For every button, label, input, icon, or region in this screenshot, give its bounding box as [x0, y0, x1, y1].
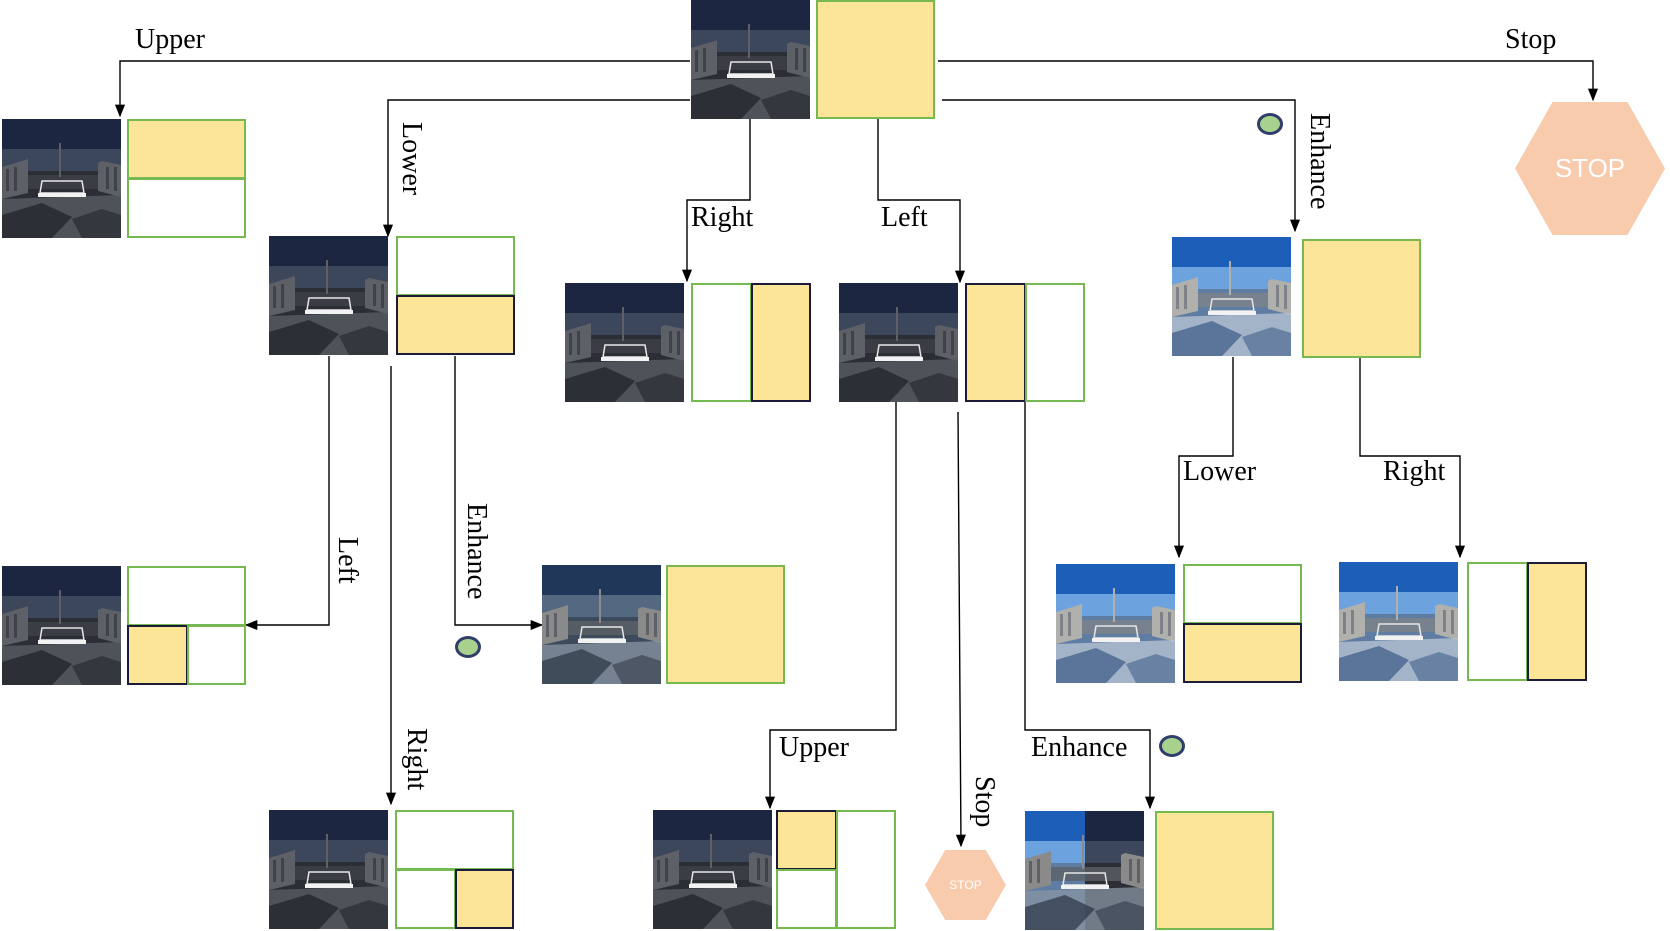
left-enhance-photo — [1025, 811, 1144, 930]
right-region-grid — [691, 283, 811, 402]
lower-right-photo — [269, 810, 388, 929]
upper-photo — [2, 119, 121, 238]
stop-hexagon-small-text: STOP — [949, 878, 982, 892]
lower-region-top — [396, 236, 515, 296]
left-region-grid — [965, 283, 1085, 402]
label-right-bottom: Right — [401, 728, 432, 791]
label-enhance-bottom: Enhance — [1031, 732, 1128, 763]
enhance-lower-region-bottom — [1183, 623, 1302, 683]
enhance-marker-top — [1257, 113, 1283, 135]
upper-region-bottom — [127, 178, 246, 238]
edge-left-stop — [955, 411, 966, 848]
left-upper-photo — [653, 810, 772, 929]
enhance-right-region-grid — [1467, 562, 1587, 681]
left-upper-region-right — [836, 810, 896, 929]
edge-upper — [114, 60, 690, 118]
lower-enhance-photo — [542, 565, 661, 684]
edge-lower-enhance — [454, 356, 544, 631]
lower-right-region-grid — [395, 810, 514, 929]
label-right-right: Right — [1383, 456, 1446, 487]
lower-left-photo — [2, 566, 121, 685]
left-upper-region-grid — [776, 810, 896, 929]
lower-left-region-top — [127, 566, 246, 626]
left-photo — [839, 283, 958, 402]
enhance-lower-region-top — [1183, 564, 1302, 624]
edge-left-upper — [764, 402, 897, 810]
label-left-mid: Left — [332, 537, 363, 584]
label-right-top: Right — [691, 202, 754, 233]
edge-enhance-right — [1359, 357, 1466, 559]
right-region-left — [691, 283, 752, 402]
left-enhance-region-grid — [1155, 811, 1274, 930]
lower-enhance-region-grid — [666, 565, 785, 684]
edge-left-enhance — [1024, 402, 1156, 810]
upper-region-top — [127, 119, 246, 179]
label-stop-top: Stop — [1505, 24, 1557, 55]
enhance-marker-bottom — [1159, 735, 1185, 757]
upper-region-grid — [127, 119, 246, 238]
enhance-photo — [1172, 237, 1291, 356]
left-region-left — [965, 283, 1026, 402]
label-upper-bottom: Upper — [779, 732, 849, 763]
lower-region-grid — [396, 236, 515, 355]
left-upper-region-bottom-left — [776, 869, 837, 929]
lower-enhance-region-full — [666, 565, 785, 684]
right-region-right — [751, 283, 811, 402]
enhance-right-region-left — [1467, 562, 1528, 681]
label-lower-top: Lower — [396, 122, 427, 196]
enhance-marker-mid — [455, 636, 481, 658]
stop-hexagon-small: STOP — [925, 850, 1006, 920]
label-lower-right: Lower — [1183, 456, 1257, 487]
edge-right — [681, 118, 751, 283]
edge-enhance-lower — [1173, 357, 1234, 559]
edge-lower — [382, 99, 690, 238]
left-region-right — [1025, 283, 1085, 402]
edge-lower-left — [244, 356, 330, 631]
lower-left-region-grid — [127, 566, 246, 685]
right-photo — [565, 283, 684, 402]
enhance-region-full — [1302, 239, 1421, 358]
left-enhance-region-full — [1155, 811, 1274, 930]
enhance-region-grid — [1302, 239, 1421, 358]
left-upper-region-top-left — [776, 810, 837, 870]
stop-hexagon-large-text: STOP — [1554, 153, 1626, 183]
label-enhance-top: Enhance — [1304, 113, 1335, 210]
lower-left-region-bottom-left — [127, 625, 188, 685]
lower-right-region-top — [395, 810, 514, 870]
enhance-right-photo — [1339, 562, 1458, 681]
lower-photo — [269, 236, 388, 355]
edge-left — [877, 118, 966, 284]
enhance-lower-photo — [1056, 564, 1175, 683]
label-stop-bottom: Stop — [969, 776, 1000, 828]
lower-region-bottom — [396, 295, 515, 355]
label-upper-top: Upper — [135, 24, 205, 55]
enhance-lower-region-grid — [1183, 564, 1302, 683]
root-region-full — [816, 0, 935, 119]
lower-right-region-bottom-right — [455, 869, 514, 929]
edge-stop — [938, 60, 1599, 102]
lower-left-region-bottom-right — [187, 625, 246, 685]
label-left-top: Left — [881, 202, 928, 233]
enhance-right-region-right — [1527, 562, 1587, 681]
root-region-grid — [816, 0, 935, 119]
root-photo — [691, 0, 810, 119]
lower-right-region-bottom-left — [395, 869, 456, 929]
edge-enhance — [942, 99, 1301, 233]
label-enhance-mid: Enhance — [461, 503, 492, 600]
